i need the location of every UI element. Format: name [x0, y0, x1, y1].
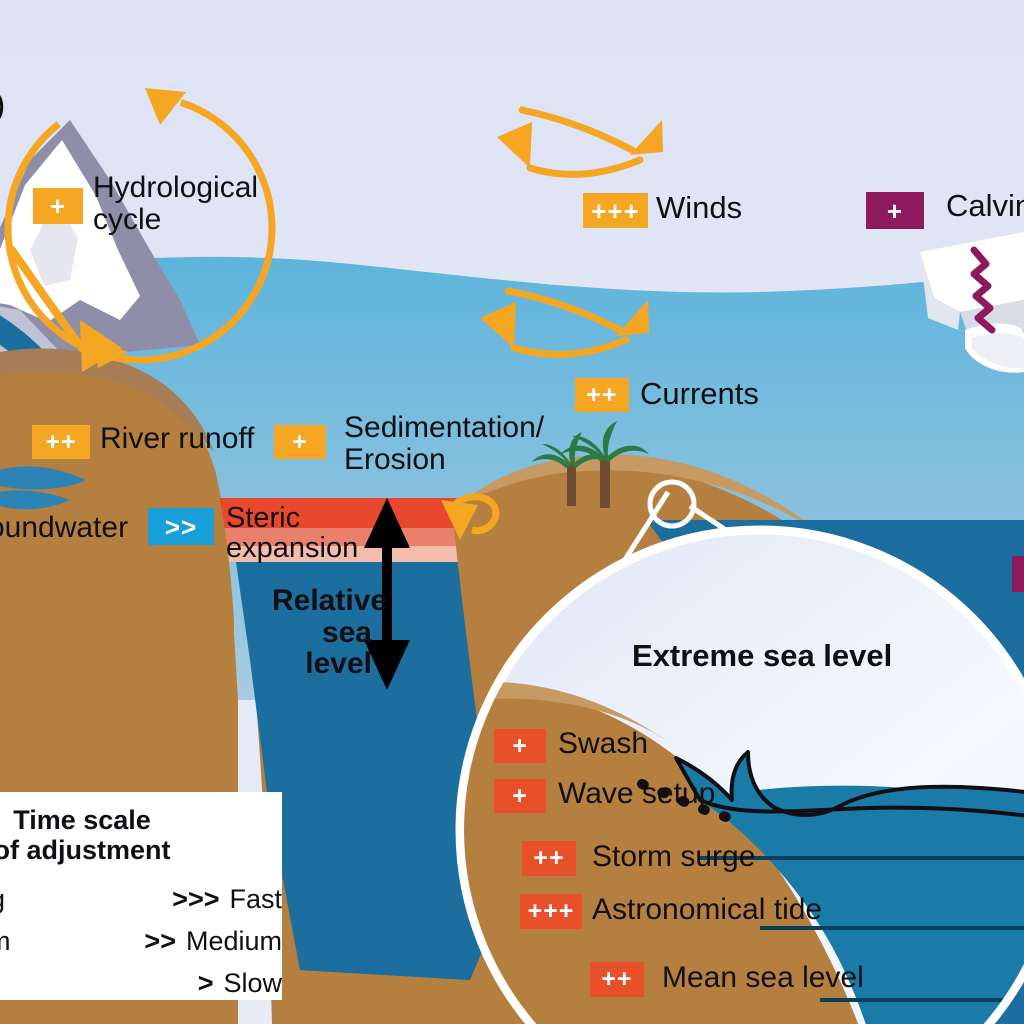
label-steric-expansion: Steric expansion	[226, 502, 359, 565]
legend-label-fast: Fast	[229, 884, 282, 914]
label-currents: Currents	[640, 376, 759, 411]
label-cut-top-left: )	[0, 87, 5, 124]
legend-box: Time scale of adjustment g m >>> Fast >>…	[0, 792, 282, 1000]
legend-cut-text-2: m	[0, 926, 11, 957]
badge-astronomical-tide[interactable]: +++	[520, 894, 582, 929]
label-winds: Winds	[656, 190, 743, 225]
badge-mean-sea-level[interactable]: ++	[590, 962, 644, 997]
badge-calving[interactable]: +	[866, 192, 924, 229]
legend-row-fast: >>> Fast	[16, 884, 282, 915]
ice-shelf	[920, 232, 1024, 373]
wind-arrowhead-right	[630, 120, 663, 155]
current-arrows	[504, 287, 630, 358]
badge-steric-expansion[interactable]: >>	[148, 508, 214, 545]
badge-hydrological-cycle[interactable]: +	[33, 188, 83, 224]
legend-row-slow: > Slow	[16, 968, 282, 999]
legend-symbol-medium: >>	[144, 926, 176, 956]
badge-winds[interactable]: +++	[583, 193, 648, 228]
label-sedimentation-erosion: Sedimentation/ Erosion	[344, 411, 545, 476]
label-wave-setup: Wave setup	[558, 777, 716, 810]
badge-wave-setup[interactable]: +	[494, 779, 546, 813]
legend-label-medium: Medium	[185, 926, 282, 956]
legend-label-slow: Slow	[223, 968, 282, 998]
legend-symbol-slow: >	[197, 968, 214, 998]
wind-arrows	[518, 106, 644, 178]
label-swash: Swash	[558, 727, 649, 760]
label-mean-sea-level: Mean sea level	[662, 961, 864, 994]
badge-sedimentation-erosion[interactable]: +	[274, 425, 326, 459]
badge-currents[interactable]: ++	[575, 378, 629, 412]
legend-row-medium: >> Medium	[16, 926, 282, 957]
legend-title-line2: of adjustment	[0, 835, 171, 865]
palm-trees	[532, 421, 649, 508]
legend-symbol-fast: >>>	[172, 884, 220, 914]
legend-cut-text-1: g	[0, 884, 5, 915]
badge-storm-surge[interactable]: ++	[522, 841, 576, 876]
river-runoff-arrowhead	[80, 320, 122, 372]
inset-title: Extreme sea level	[632, 638, 893, 673]
badge-river-runoff[interactable]: ++	[32, 425, 90, 459]
label-relative-sea-level: Relative sea level	[272, 584, 388, 680]
cut-purple-badge	[1012, 556, 1024, 592]
label-hydrological-cycle: Hydrological cycle	[93, 171, 259, 236]
inset-circle	[455, 525, 1024, 1024]
badge-swash[interactable]: +	[494, 729, 546, 763]
legend-title-line1: Time scale	[13, 805, 151, 835]
relative-sea-level-arrow	[364, 498, 410, 690]
label-river-runoff: River runoff	[100, 422, 255, 455]
label-storm-surge: Storm surge	[592, 840, 756, 873]
label-calving: Calving	[946, 188, 1024, 223]
label-groundwater: oundwater	[0, 511, 129, 544]
label-astronomical-tide: Astronomical tide	[592, 893, 823, 926]
wind-arrowhead-left	[497, 122, 532, 168]
